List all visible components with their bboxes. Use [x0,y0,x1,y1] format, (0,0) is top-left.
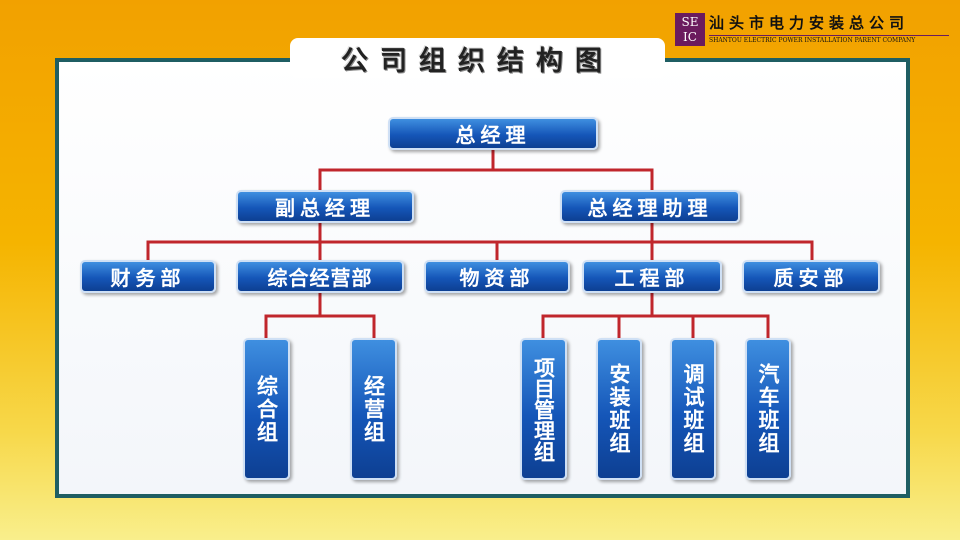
group-general: 综合组 [243,338,290,480]
ceo-box: 总经理 [388,117,598,150]
gm-assistant-box: 总经理助理 [560,190,740,223]
group-operations: 经营组 [350,338,397,480]
deputy-gm-box: 副总经理 [236,190,414,223]
dept-finance: 财务部 [80,260,216,293]
connector [541,293,770,338]
company-name-en: SHANTOU ELECTRIC POWER INSTALLATION PARE… [709,35,949,44]
company-name-cn: 汕头市电力安装总公司 [709,14,910,32]
group-installation: 安装班组 [596,338,642,480]
dept-engineering: 工程部 [582,260,722,293]
connector [264,293,376,338]
dept-quality-safety: 质安部 [742,260,880,293]
group-commissioning: 调试班组 [670,338,716,480]
group-vehicles: 汽车班组 [745,338,791,480]
connector [146,222,814,260]
dept-materials: 物资部 [424,260,570,293]
group-project-mgmt: 项目管理组 [520,338,567,480]
page-title: 公司组织结构图 [290,38,665,78]
connector [318,149,654,190]
dept-business: 综合经营部 [236,260,404,293]
